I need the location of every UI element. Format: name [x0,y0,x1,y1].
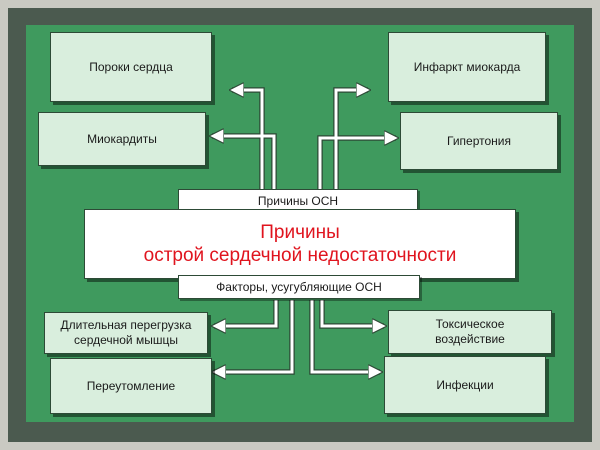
box-heart-defects: Пороки сердца [50,32,212,102]
box-toxic: Токсическое воздействие [388,310,552,354]
box-heart-defects-label: Пороки сердца [89,59,173,74]
box-myocarditis-label: Миокардиты [87,131,157,146]
center-title-box: Причины острой сердечной недостаточности [84,209,516,279]
box-infarction: Инфаркт миокарда [388,32,546,102]
factors-tab: Факторы, усугубляющие ОСН [178,275,420,299]
arrow-to-toxic [320,300,384,326]
center-title-line1: Причины [260,222,340,243]
arrow-to-hypertension [318,138,396,192]
box-myocarditis: Миокардиты [38,112,206,166]
arrow-to-heart-defects [232,90,264,192]
box-hypertension-label: Гипертония [447,133,511,148]
arrow-to-overload [214,300,278,326]
arrow-to-infections [310,300,380,372]
arrow-to-myocarditis [212,136,276,192]
factors-tab-label: Факторы, усугубляющие ОСН [216,280,382,294]
arrow-to-fatigue [214,300,294,372]
arrow-to-infarction [334,90,368,192]
box-overload: Длительная перегрузка сердечной мышцы [44,312,208,354]
center-title-line2: острой сердечной недостаточности [143,245,457,266]
causes-tab-label: Причины ОСН [257,194,339,208]
box-infarction-label: Инфаркт миокарда [413,59,521,74]
box-overload-label: Длительная перегрузка сердечной мышцы [60,318,192,347]
box-infections-label: Инфекции [436,377,494,392]
box-infections: Инфекции [384,356,546,414]
box-fatigue: Переутомление [50,358,212,414]
box-toxic-label: Токсическое воздействие [435,317,505,346]
box-hypertension: Гипертония [400,112,558,170]
box-fatigue-label: Переутомление [86,378,176,393]
